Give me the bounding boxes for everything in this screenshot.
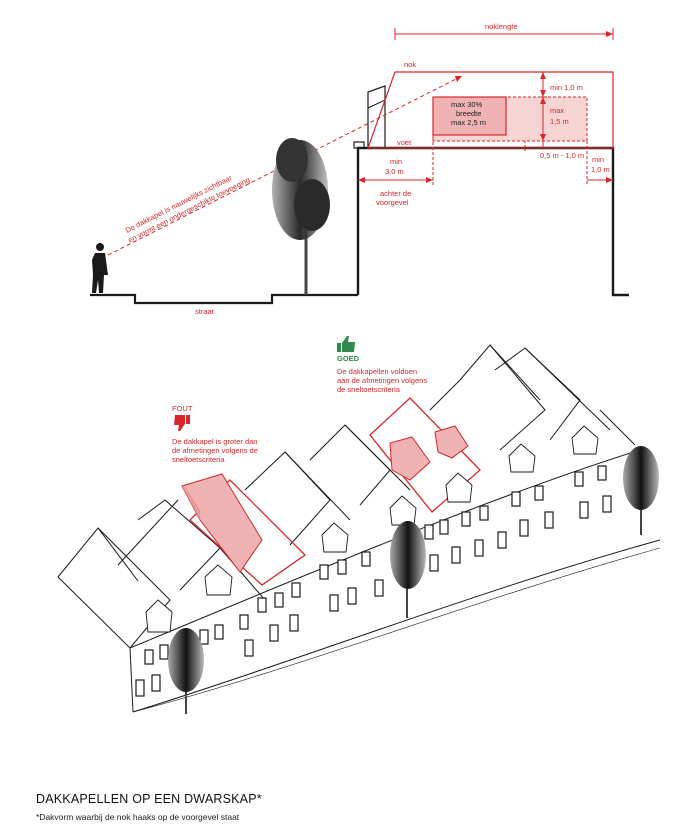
label-front-desc1: achter de bbox=[380, 189, 411, 198]
label-max: max bbox=[550, 106, 564, 115]
label-min-1m: min 1,0 m bbox=[550, 83, 583, 92]
good-label: GOED bbox=[337, 354, 360, 363]
label-right-min-value: 1,0 m bbox=[591, 165, 610, 174]
facade-windows bbox=[135, 465, 612, 697]
bad-label: FOUT bbox=[172, 404, 193, 413]
bad-line1: De dakkapel is groter dan bbox=[172, 437, 257, 446]
label-voet: voet bbox=[397, 138, 412, 147]
label-front-desc2: voorgevel bbox=[376, 198, 409, 207]
dormers-good bbox=[389, 425, 469, 481]
label-nok: nok bbox=[404, 60, 416, 69]
section-drawing bbox=[90, 28, 629, 305]
label-street: straat bbox=[195, 307, 215, 316]
street-perspective bbox=[57, 344, 661, 713]
dormer-wrong bbox=[181, 473, 263, 573]
roof-profile bbox=[367, 71, 614, 149]
label-setback-range: 0,5 m - 1,0 m bbox=[540, 151, 584, 160]
label-noklengte: noklengte bbox=[485, 22, 518, 31]
person-figure bbox=[92, 243, 108, 293]
box-line3: max 2,5 m bbox=[451, 118, 486, 127]
good-line1: De dakkapellen voldoen bbox=[337, 367, 417, 376]
bad-line2: de afmetingen volgens de bbox=[172, 446, 258, 455]
verdict-texts: GOED De dakkapellen voldoen aan de afmet… bbox=[172, 354, 427, 464]
sightline-text2: en vormt een ondergeschikte toevoeging bbox=[127, 175, 252, 245]
sightline-text1: De dakkapel is nauwelijks zichtbaar bbox=[124, 173, 234, 235]
good-line2: aan de afmetingen volgens bbox=[337, 376, 427, 385]
caption-note: *Dakvorm waarbij de nok haaks op de voor… bbox=[36, 812, 240, 822]
tree bbox=[272, 138, 330, 295]
small-dormers bbox=[145, 425, 599, 633]
label-right-min: min bbox=[592, 155, 604, 164]
dormer-box bbox=[432, 96, 507, 136]
good-line3: de sneltoetscriteria bbox=[337, 385, 401, 394]
thumbs-down-icon bbox=[174, 415, 190, 431]
thumbs-up-icon bbox=[337, 336, 355, 352]
caption-title: DAKKAPELLEN OP EEN DWARSKAP* bbox=[36, 792, 262, 806]
box-line2: breedte bbox=[456, 109, 481, 118]
bad-line3: sneltoetscriteria bbox=[172, 455, 225, 464]
box-line1: max 30% bbox=[451, 100, 483, 109]
label-front-min-value: 3,0 m bbox=[385, 167, 404, 176]
section-labels: noklengte nok min 1,0 m max 1,5 m max 30… bbox=[124, 22, 610, 316]
street-trees bbox=[168, 446, 659, 714]
street-profile bbox=[90, 293, 358, 305]
label-max-value: 1,5 m bbox=[550, 117, 569, 126]
label-front-min: min bbox=[390, 157, 402, 166]
